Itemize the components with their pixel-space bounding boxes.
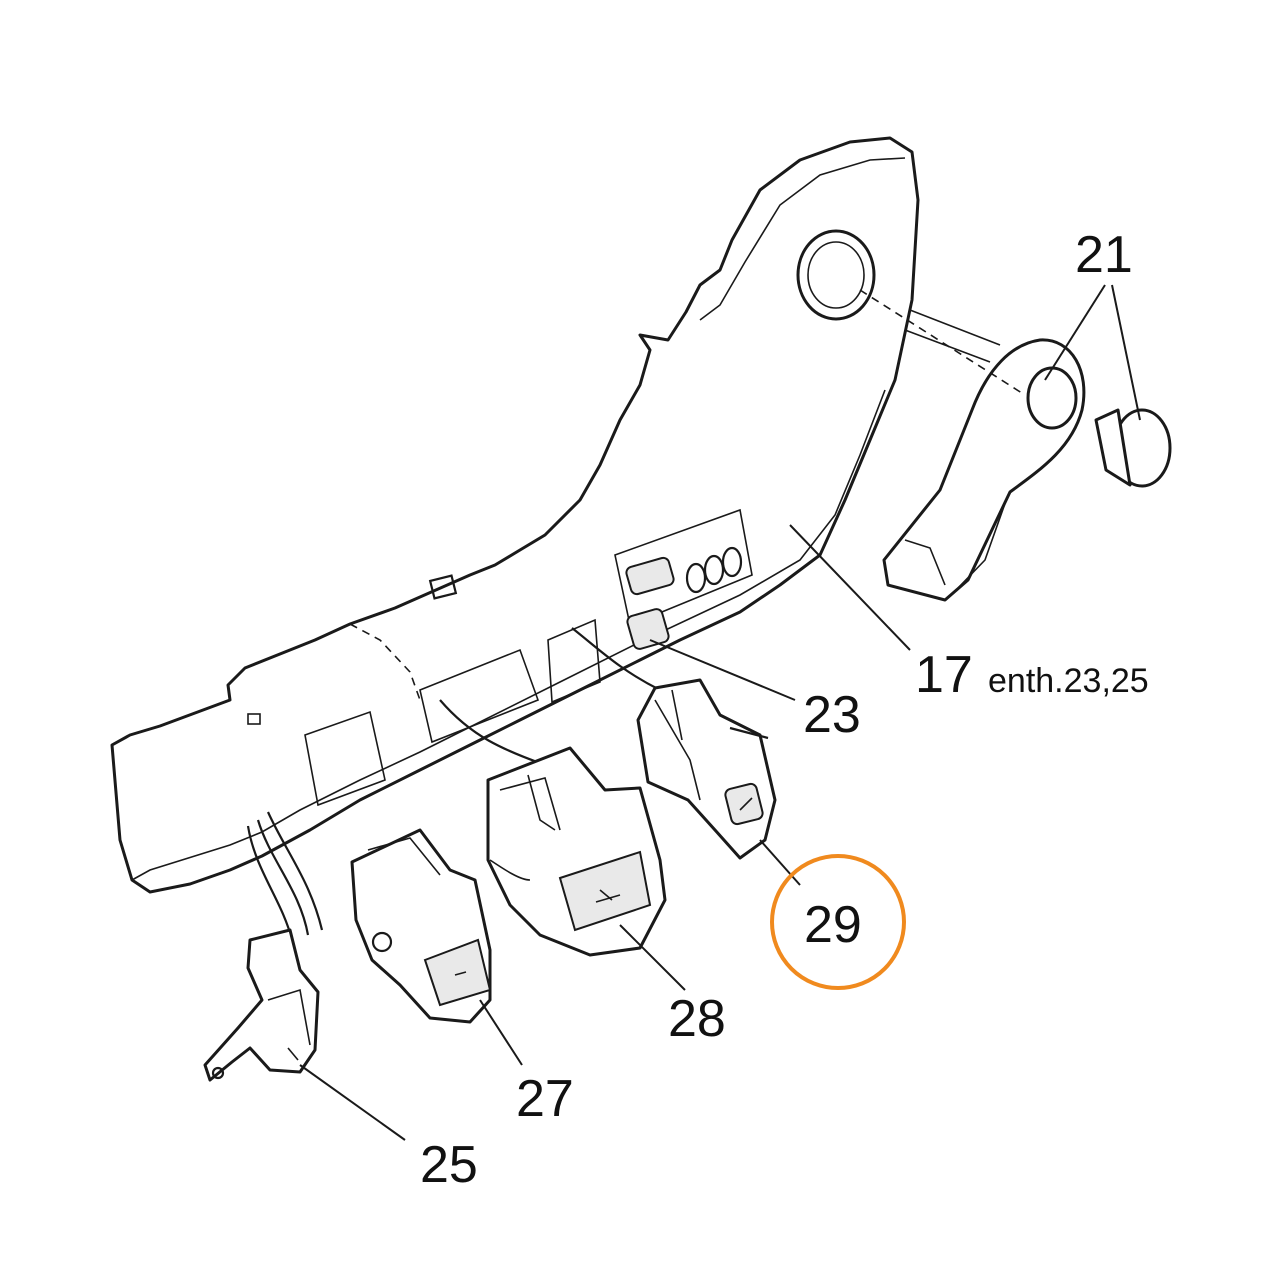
callout-21: 21 [1075,226,1133,284]
callout-23: 23 [803,686,861,744]
side-trim-panel [110,136,920,941]
callout-27: 27 [516,1070,574,1128]
callout-17-note: enth.23,25 [988,662,1149,700]
switch-28 [486,746,667,957]
callout-25: 25 [420,1136,478,1194]
lever-cap [1094,408,1172,488]
recline-lever [859,289,1086,602]
callout-29: 29 [804,896,862,954]
callout-28: 28 [668,990,726,1048]
switch-29 [636,678,777,860]
callout-17: 17 [915,646,973,704]
highlight-circle [770,854,906,990]
switch-25 [203,928,320,1082]
switch-27 [350,828,492,1024]
leader-lines [299,284,1141,1141]
